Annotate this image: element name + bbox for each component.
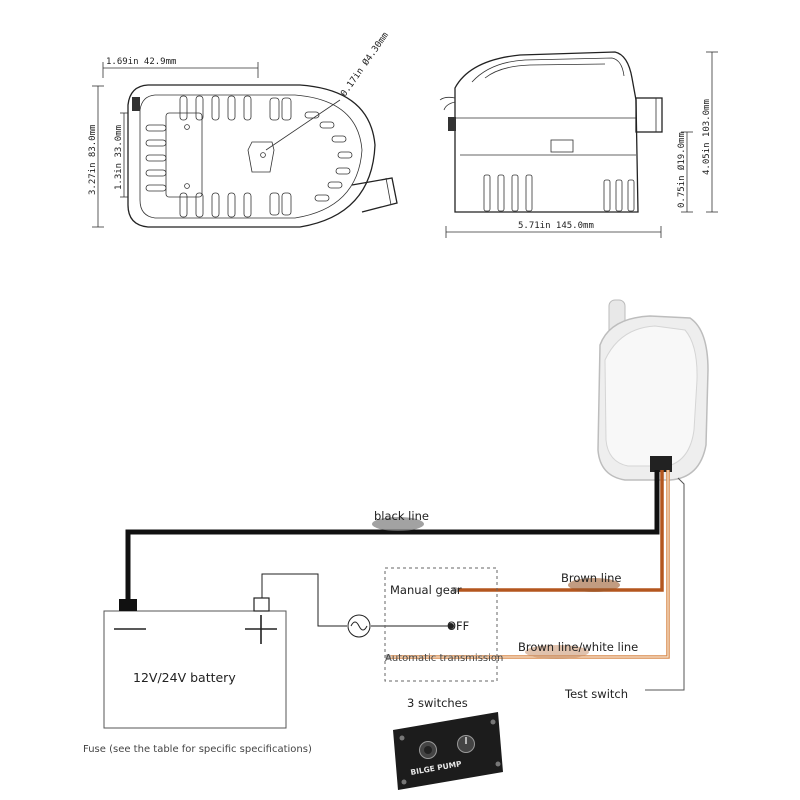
dim-height: 4.05in 103.0mm bbox=[702, 99, 712, 175]
label-black-line: black line bbox=[374, 509, 429, 523]
dim-outlet-dia: 0.17in Ø4.30mm bbox=[338, 30, 391, 98]
bilge-pump-panel: BILGE PUMP bbox=[393, 712, 503, 790]
label-test-switch: Test switch bbox=[564, 687, 628, 701]
side-view-dimensions: 5.71in 145.0mm 0.75in Ø19.0mm 4.05in 103… bbox=[445, 51, 718, 238]
label-off: OFF bbox=[447, 619, 469, 633]
label-automatic: Automatic transmission bbox=[385, 653, 503, 664]
dim-outlet-height: 0.75in Ø19.0mm bbox=[676, 132, 687, 208]
brown-wire bbox=[457, 470, 664, 592]
test-wire bbox=[645, 477, 685, 691]
label-brown-line: Brown line bbox=[561, 571, 622, 585]
brown-white-wire bbox=[390, 470, 670, 659]
fuse-symbol bbox=[347, 614, 371, 638]
switch-box bbox=[384, 567, 498, 682]
side-view-drawing bbox=[439, 51, 663, 213]
dim-height-total: 3.27in 83.0mm bbox=[88, 125, 98, 195]
battery: 12V/24V battery bbox=[103, 597, 287, 729]
label-brown-white-line: Brown line/white line bbox=[518, 640, 638, 654]
wiring bbox=[125, 470, 685, 691]
label-fuse-note: Fuse (see the table for specific specifi… bbox=[83, 744, 312, 755]
fuse-wire bbox=[261, 573, 347, 627]
battery-label: 12V/24V battery bbox=[133, 670, 236, 685]
dim-height-inner: 1.3in 33.0mm bbox=[114, 125, 124, 190]
pump-unit bbox=[597, 299, 709, 481]
top-view-drawing bbox=[127, 84, 398, 228]
label-3-switches: 3 switches bbox=[407, 696, 468, 710]
top-view-dimensions: 1.69in 42.9mm 3.27in 83.0mm 1.3in 33.0mm… bbox=[88, 30, 391, 228]
black-wire bbox=[125, 470, 660, 600]
dim-width-small: 1.69in 42.9mm bbox=[106, 57, 176, 67]
label-manual-gear: Manual gear bbox=[390, 583, 462, 597]
dim-length: 5.71in 145.0mm bbox=[518, 221, 594, 231]
